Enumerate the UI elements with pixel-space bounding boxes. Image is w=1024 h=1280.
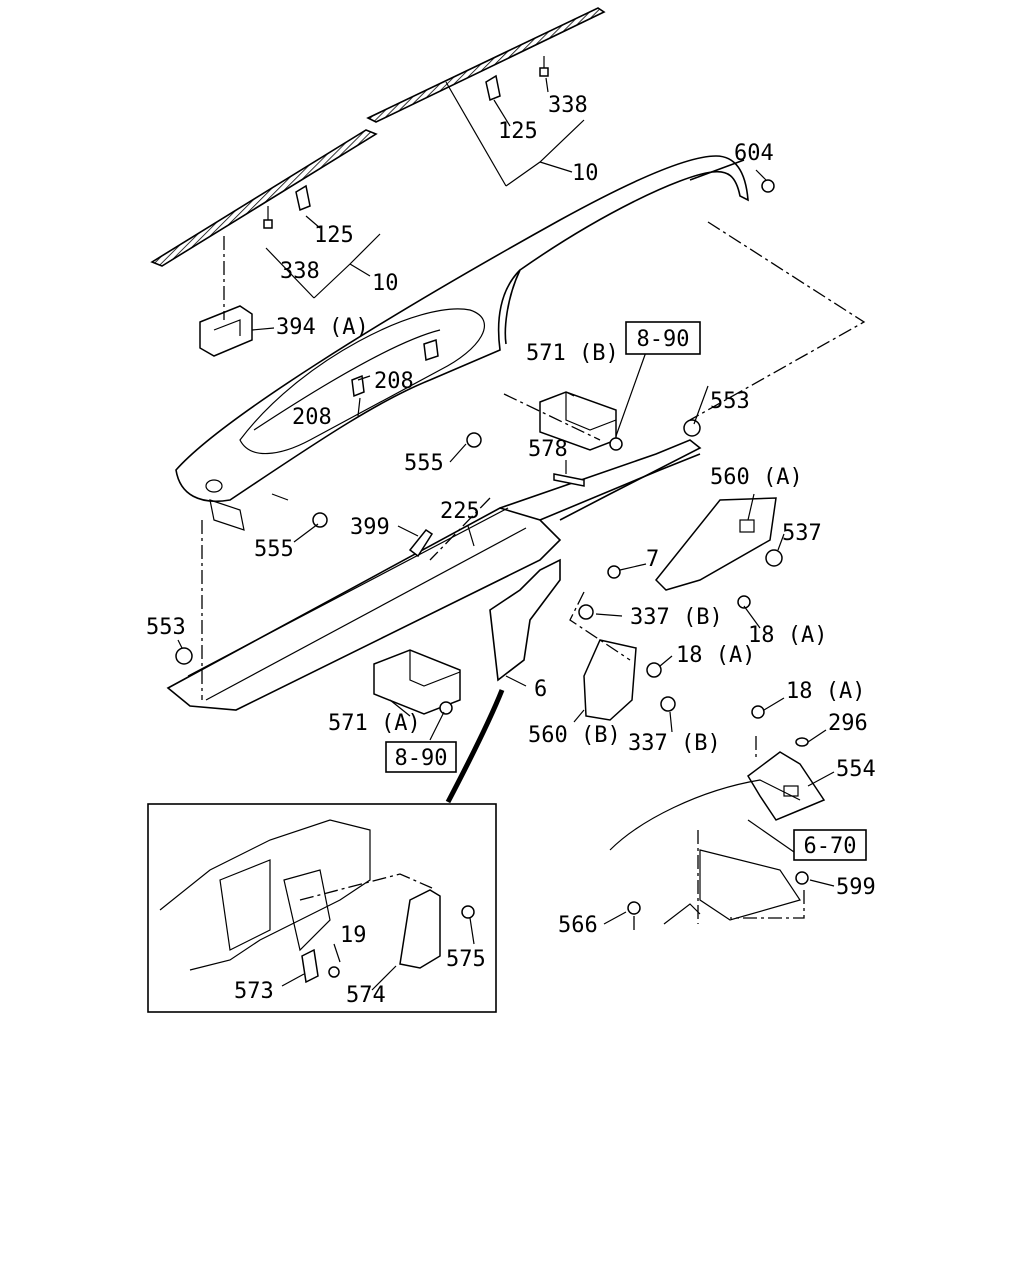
instrument-panel: [175, 155, 749, 531]
screw-338-top: [539, 56, 549, 77]
label-6: 6: [534, 677, 547, 702]
cross-member: [166, 439, 702, 711]
bracket-554: [747, 751, 826, 821]
label-560b: 560 (B): [528, 723, 621, 748]
label-10-left: 10: [372, 271, 399, 296]
label-560a: 560 (A): [710, 465, 803, 490]
label-19: 19: [340, 923, 367, 948]
label-18a-c: 18 (A): [786, 679, 865, 704]
inset-detail: [147, 803, 497, 1013]
ref-box-8-90-bottom[interactable]: 8-90: [385, 741, 457, 773]
label-553-top: 553: [710, 389, 750, 414]
label-18a-b: 18 (A): [676, 643, 755, 668]
svg-text:6-70: 6-70: [804, 834, 857, 859]
label-537: 537: [782, 521, 822, 546]
screw-338-left: [263, 206, 273, 229]
leader-lines: [177, 77, 835, 925]
label-399: 399: [350, 515, 390, 540]
svg-text:8-90: 8-90: [395, 746, 448, 771]
label-7: 7: [646, 547, 659, 572]
label-604: 604: [734, 141, 774, 166]
label-208-b: 208: [292, 405, 332, 430]
label-10-top: 10: [572, 161, 599, 186]
phantom-lines: [201, 221, 866, 934]
bracket-394a: [199, 305, 253, 357]
label-578: 578: [528, 437, 568, 462]
label-125-left: 125: [314, 223, 354, 248]
label-296: 296: [828, 711, 868, 736]
bracket-560b: [583, 639, 637, 721]
svg-text:8-90: 8-90: [637, 327, 690, 352]
defroster-grille-left: [150, 129, 378, 267]
defroster-grille-right: [366, 7, 606, 123]
label-571b: 571 (B): [526, 341, 619, 366]
label-573: 573: [234, 979, 274, 1004]
label-338-top: 338: [548, 93, 588, 118]
bracket-6: [489, 558, 561, 682]
lid-208: [351, 338, 439, 398]
label-574: 574: [346, 983, 386, 1008]
label-225: 225: [440, 499, 480, 524]
label-554: 554: [836, 757, 876, 782]
part-labels: 338 125 10 604 125 338 10 394 (A) 208 20…: [146, 93, 876, 1008]
label-208-a: 208: [374, 369, 414, 394]
pad-578: [553, 473, 585, 487]
label-18a-a: 18 (A): [748, 623, 827, 648]
label-555-b: 555: [254, 537, 294, 562]
ref-box-8-90-top[interactable]: 8-90: [625, 321, 701, 355]
label-394a: 394 (A): [276, 315, 369, 340]
label-125-top: 125: [498, 119, 538, 144]
bracket-560a: [654, 497, 777, 591]
label-553-left: 553: [146, 615, 186, 640]
lower-cover: [609, 779, 801, 925]
label-599: 599: [836, 875, 876, 900]
label-571a: 571 (A): [328, 711, 421, 736]
label-555-a: 555: [404, 451, 444, 476]
label-337b-b: 337 (B): [628, 731, 721, 756]
module-571a: [373, 649, 461, 715]
label-566: 566: [558, 913, 598, 938]
clip-125-top: [485, 74, 501, 102]
ref-box-6-70[interactable]: 6-70: [793, 829, 867, 861]
clip-125-left: [295, 184, 311, 212]
pad-399: [408, 528, 434, 558]
label-338-left: 338: [280, 259, 320, 284]
label-575: 575: [446, 947, 486, 972]
label-337b-a: 337 (B): [630, 605, 723, 630]
